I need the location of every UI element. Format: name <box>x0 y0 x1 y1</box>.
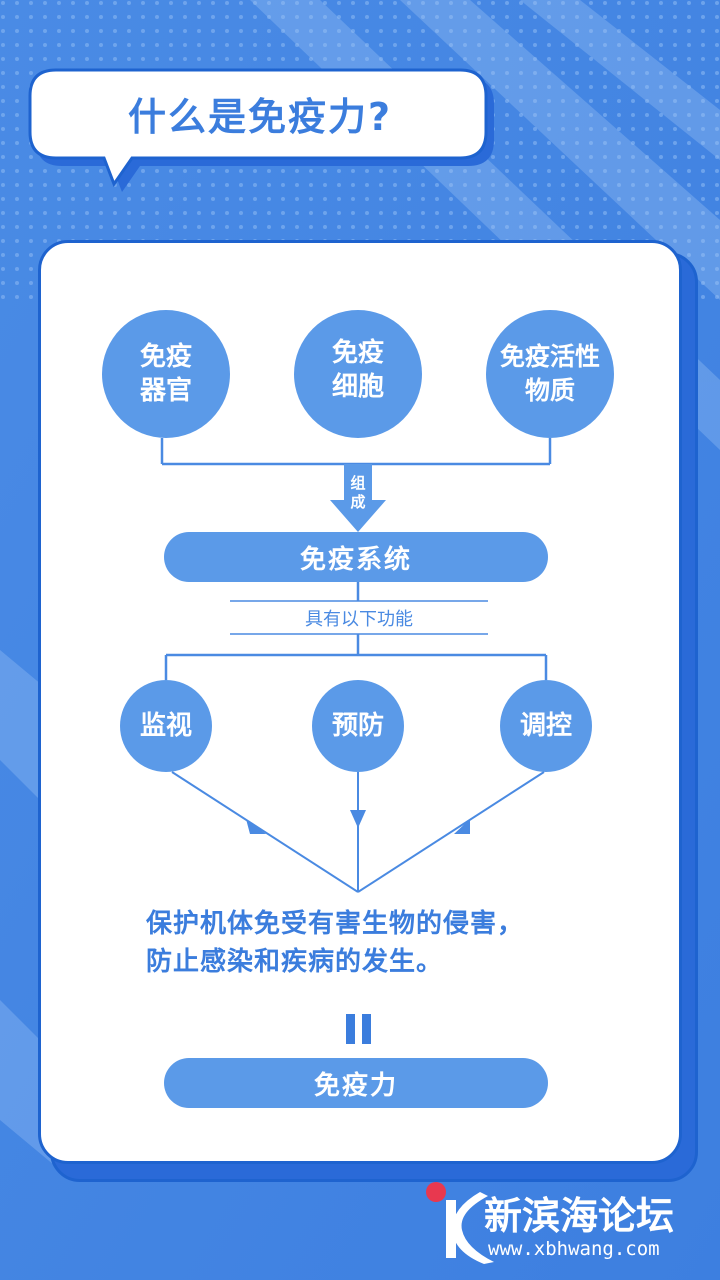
immune-system-label: 免疫系统 <box>299 544 412 575</box>
brand-logo-icon <box>426 1182 494 1264</box>
function-circle-monitor <box>120 680 212 772</box>
immune-system-pill <box>164 532 548 582</box>
component-circle-substances <box>486 310 614 438</box>
component-circle-cells <box>294 310 422 438</box>
convergence-arrowheads <box>246 810 470 834</box>
title-bubble <box>28 68 494 192</box>
function-label-prevent: 预防 <box>331 711 384 741</box>
brand-name: 新滨海论坛 <box>484 1193 675 1238</box>
composition-connector <box>160 438 552 466</box>
composed-of-label: 组 成 <box>350 474 366 511</box>
page-title: 什么是免疫力? <box>127 94 393 139</box>
immunity-result-label: 免疫力 <box>313 1070 398 1101</box>
protection-statement: 保护机体免受有害生物的侵害， 防止感染和疾病的发生。 <box>146 909 525 977</box>
immunity-result-pill <box>164 1058 548 1108</box>
component-label-substances: 免疫活性 物质 <box>499 342 600 405</box>
function-circle-regulate <box>500 680 592 772</box>
brand-url[interactable]: www.xbhwang.com <box>488 1238 660 1260</box>
convergence-lines <box>171 771 545 893</box>
component-label-cells: 免疫 细胞 <box>331 338 384 402</box>
functions-label: 具有以下功能 <box>305 609 413 630</box>
composition-arrow <box>330 464 386 532</box>
functions-connector <box>164 582 548 680</box>
component-label-organs: 免疫 器官 <box>139 342 192 406</box>
equals-sign <box>346 1014 371 1044</box>
function-label-regulate: 调控 <box>519 711 572 741</box>
component-circle-organs <box>102 310 230 438</box>
function-label-monitor: 监视 <box>139 711 192 741</box>
function-circle-prevent <box>312 680 404 772</box>
